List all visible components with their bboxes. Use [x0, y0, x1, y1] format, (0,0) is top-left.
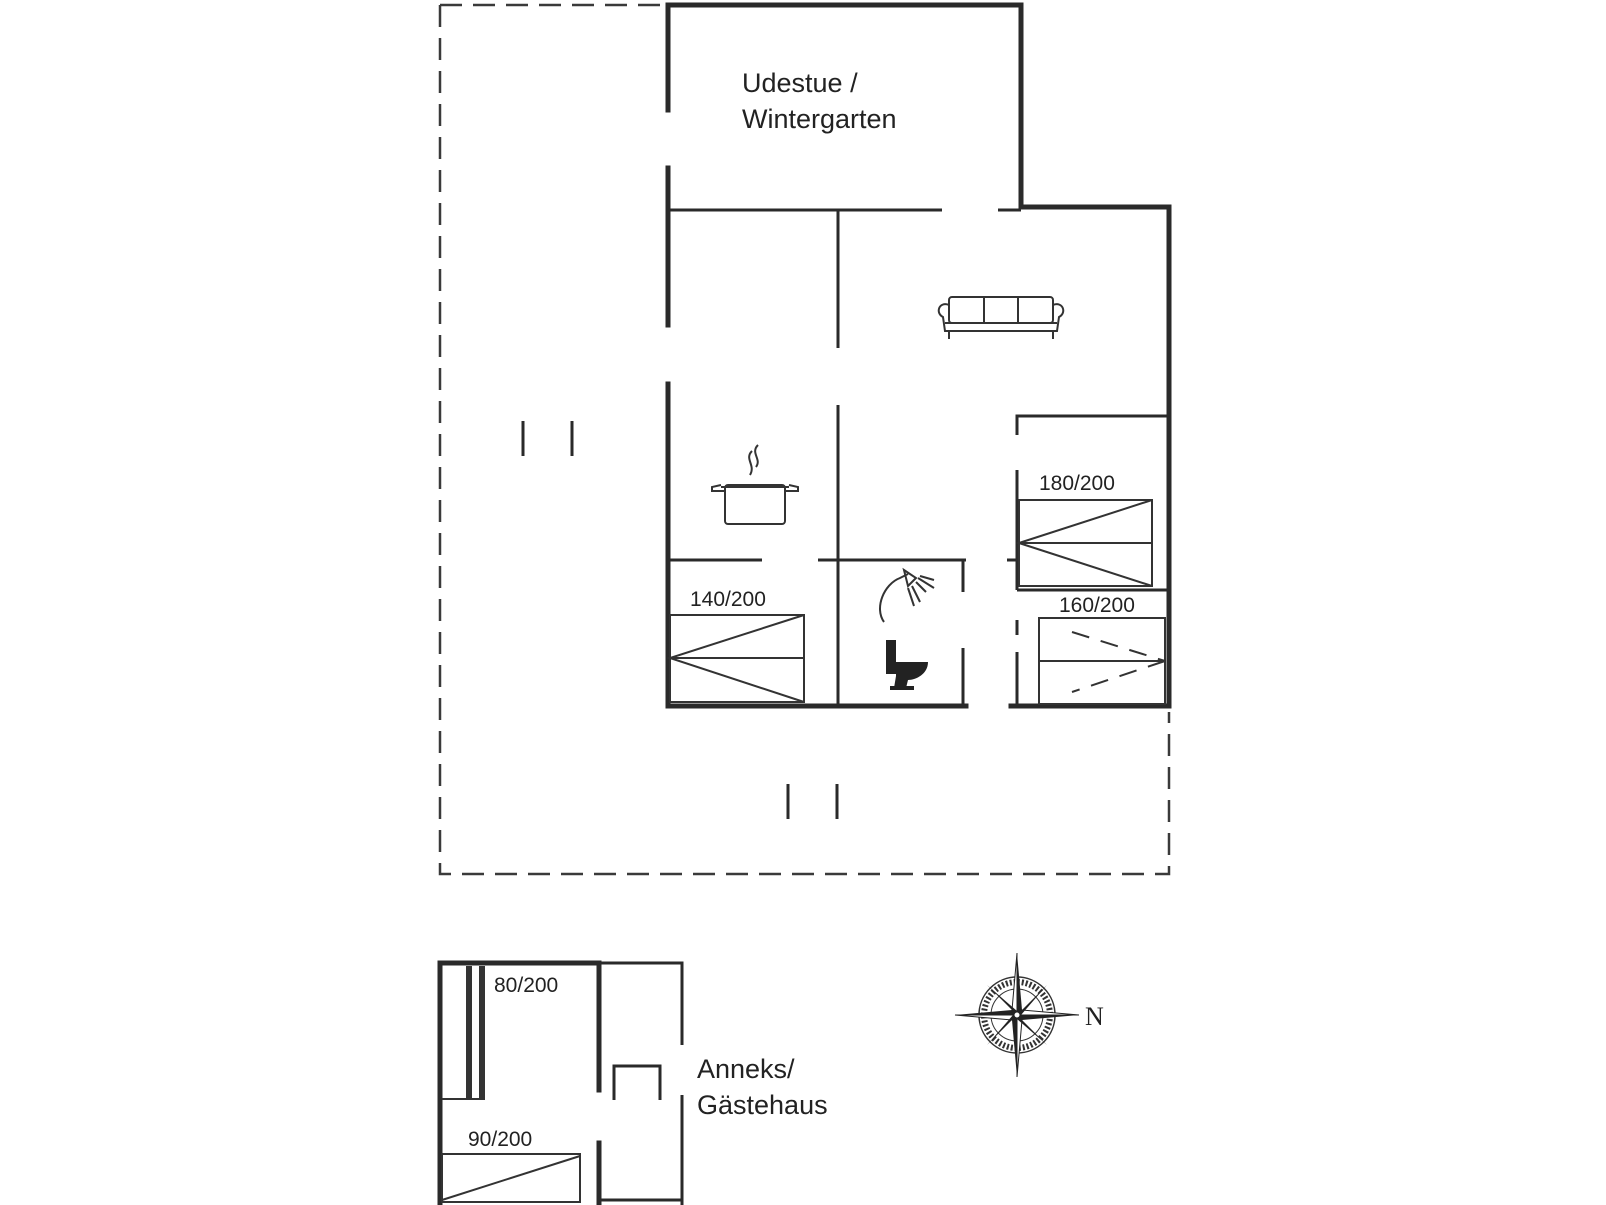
compass-north-label: N [1085, 1002, 1104, 1031]
bed-140-label: 140/200 [690, 588, 766, 611]
annex-walls [437, 960, 684, 1205]
bed-180 [1015, 499, 1153, 587]
bed-90 [441, 1153, 581, 1203]
annex-label-1: Anneks/ [697, 1054, 795, 1084]
bed-80 [442, 966, 485, 1100]
cooking-pot-icon [711, 444, 799, 525]
toilet-icon [886, 640, 928, 690]
bed-90-label: 90/200 [468, 1128, 532, 1151]
bed-180-label: 180/200 [1039, 472, 1115, 495]
terrace-outline [438, 3, 1171, 876]
terrace-marker-left [521, 421, 574, 456]
terrace-marker-bottom [786, 784, 839, 819]
wintergarden-label-1: Udestue / [742, 68, 858, 98]
bed-80-label: 80/200 [494, 974, 558, 997]
wintergarden-label-2: Wintergarten [742, 104, 897, 134]
sofa-icon [937, 296, 1065, 339]
bed-160 [1038, 617, 1166, 705]
house-walls [665, 2, 1172, 709]
bed-160-label: 160/200 [1059, 594, 1135, 617]
annex-label-2: Gästehaus [697, 1090, 828, 1120]
compass-rose-icon [954, 952, 1080, 1078]
bed-140 [666, 614, 805, 703]
shower-icon [879, 567, 935, 623]
